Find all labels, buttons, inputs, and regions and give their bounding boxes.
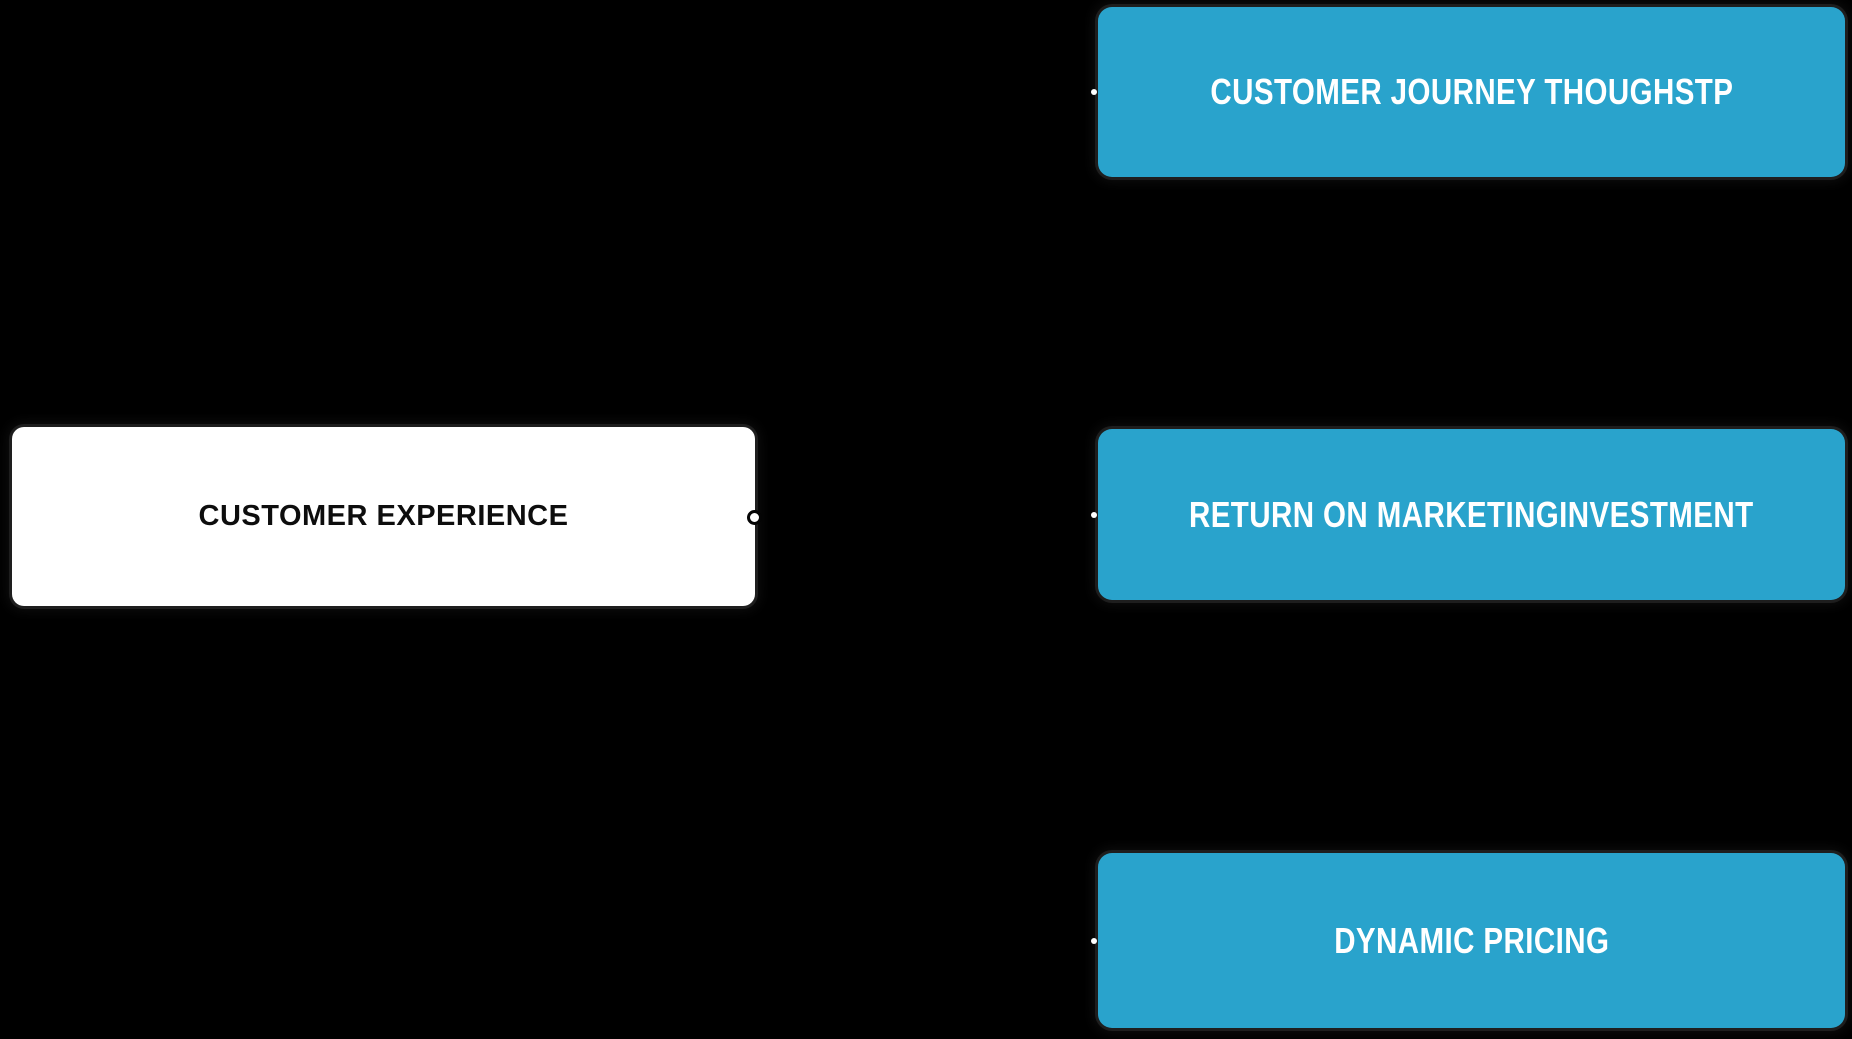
node-dynamic-pricing-label: DYNAMIC PRICING — [1333, 919, 1610, 961]
connection-port-icon[interactable] — [747, 509, 762, 525]
node-customer-experience-label: CUSTOMER EXPERIENCE — [198, 500, 569, 532]
connection-dot-icon — [1091, 89, 1097, 95]
node-customer-journey-thoughstp[interactable]: CUSTOMER JOURNEY THOUGHSTP — [1091, 7, 1845, 177]
node-return-on-marketinginvestment[interactable]: RETURN ON MARKETINGINVESTMENT — [1091, 429, 1845, 600]
node-return-on-marketinginvestment-label: RETURN ON MARKETINGINVESTMENT — [1189, 493, 1754, 535]
node-customer-journey-thoughstp-label: CUSTOMER JOURNEY THOUGHSTP — [1210, 71, 1733, 112]
connection-dot-icon — [1091, 937, 1097, 944]
connection-dot-icon — [1091, 511, 1097, 518]
node-dynamic-pricing[interactable]: DYNAMIC PRICING — [1091, 853, 1845, 1028]
node-customer-experience[interactable]: CUSTOMER EXPERIENCE — [12, 427, 762, 606]
